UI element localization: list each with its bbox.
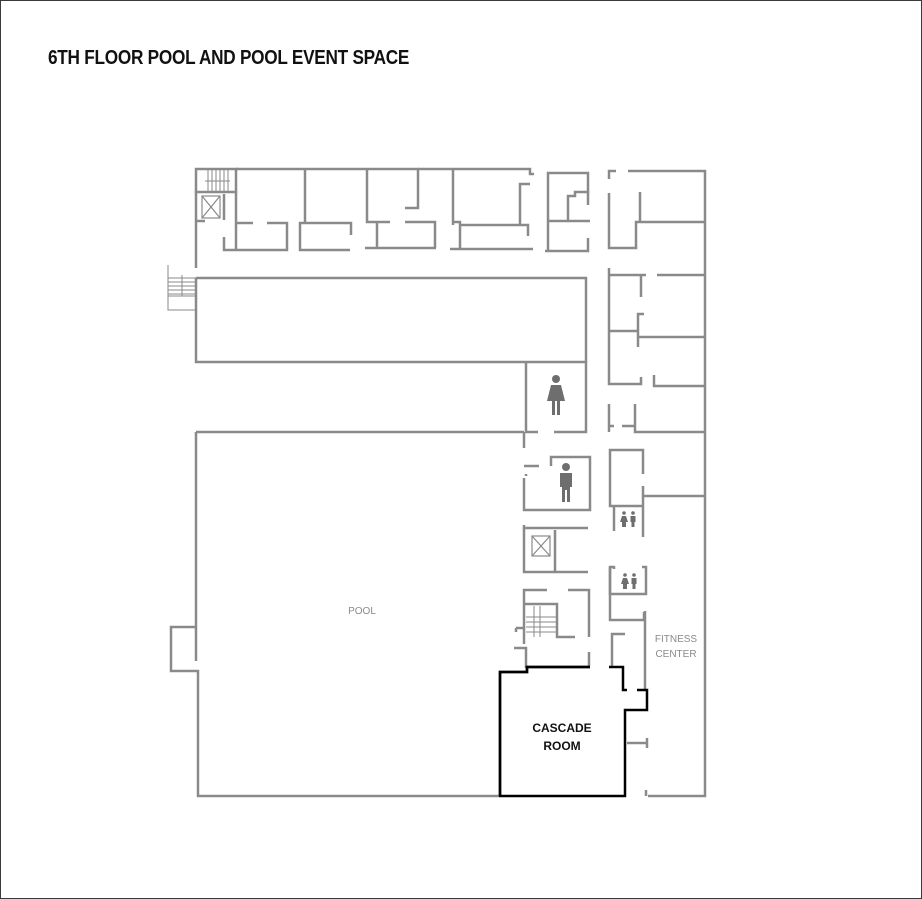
elevator-icon-2 [531, 535, 551, 557]
elevator-icons [201, 195, 551, 557]
fitness-center-label-line2: CENTER [655, 649, 696, 660]
page-title: 6TH FLOOR POOL AND POOL EVENT SPACE [48, 47, 410, 69]
pool-label: POOL [348, 606, 376, 617]
walls [169, 167, 707, 798]
womens-restroom-icon [547, 375, 565, 415]
mens-restroom-icon [560, 463, 572, 502]
unisex-restroom-icon-1 [620, 511, 636, 527]
cascade-room-label-line1: CASCADE [532, 721, 591, 735]
fitness-center-label-line1: FITNESS [655, 634, 698, 645]
stair-treads [167, 170, 556, 637]
cascade-room-label-line2: ROOM [543, 739, 580, 753]
elevator-icon-1 [201, 195, 221, 219]
unisex-restroom-icon-2 [621, 573, 637, 589]
